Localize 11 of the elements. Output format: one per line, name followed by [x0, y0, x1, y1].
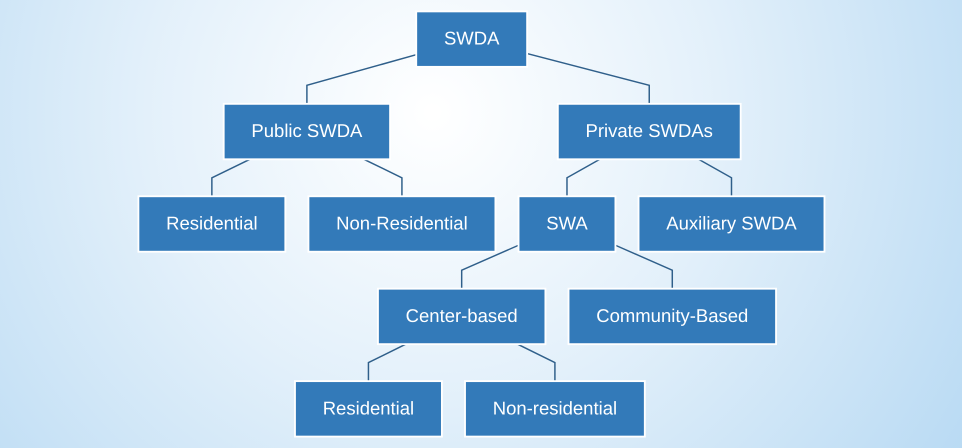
- category-box: Community-Based: [567, 288, 777, 346]
- category-box: Private SWDAs: [556, 102, 742, 160]
- category-box: Residential: [294, 380, 442, 438]
- category-box: Auxiliary SWDA: [637, 195, 825, 253]
- category-box: Residential: [137, 195, 286, 253]
- category-box: SWA: [517, 195, 616, 253]
- category-box: Non-residential: [464, 380, 646, 438]
- category-box: SWDA: [414, 10, 528, 68]
- category-box: Center-based: [376, 288, 546, 346]
- category-box: Non-Residential: [307, 195, 496, 253]
- category-box: Public SWDA: [222, 102, 391, 160]
